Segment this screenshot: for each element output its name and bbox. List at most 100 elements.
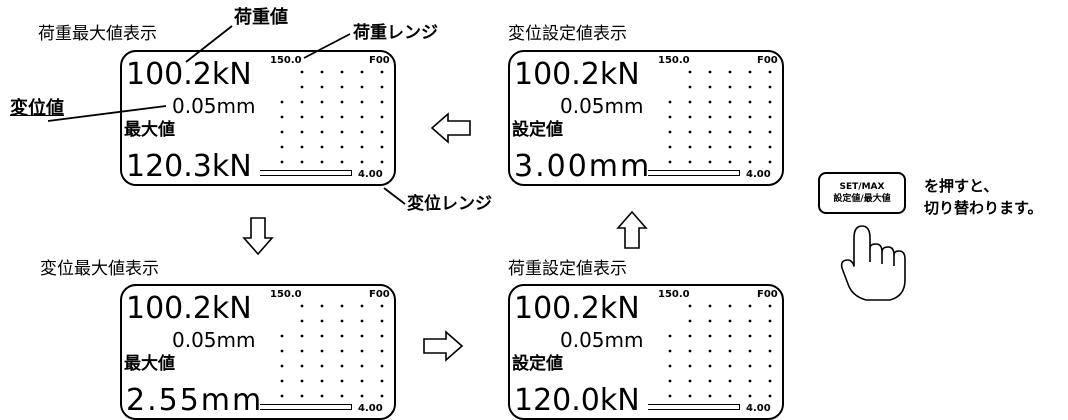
lcd-dot: [688, 349, 692, 353]
lcd-dot: [380, 145, 384, 149]
lcd-dot: [748, 364, 752, 368]
lcd-dot: [380, 319, 384, 323]
lcd-dot: [300, 70, 304, 74]
lcd-dot: [688, 100, 692, 104]
lcd-dot: [708, 334, 712, 338]
lcd-dot: [728, 304, 732, 308]
load-range-value: 150.0: [658, 55, 690, 66]
lcd-dot: [688, 70, 692, 74]
disp-reading: 0.05mm: [172, 328, 256, 352]
code-value: F00: [757, 55, 778, 66]
lcd-dot: [360, 319, 364, 323]
lcd-dot: [340, 334, 344, 338]
instruction-line-1: を押すと、: [924, 177, 999, 195]
lcd-dot: [668, 130, 672, 134]
lcd-dot: [728, 319, 732, 323]
lcd-dot: [300, 85, 304, 89]
lcd-dot: [708, 85, 712, 89]
arrow-down-icon: [242, 217, 274, 256]
instruction-line-2: 切り替わります。: [924, 198, 1043, 217]
caption-disp-set: 変位設定値表示: [508, 24, 627, 44]
lcd-dot: [688, 334, 692, 338]
load-reading: 100.2kN: [514, 57, 640, 92]
disp-range-bar: [648, 404, 740, 410]
lcd-dot: [748, 115, 752, 119]
lcd-dot: [688, 379, 692, 383]
lcd-dot: [280, 115, 284, 119]
lcd-dot: [688, 304, 692, 308]
lcd-dot: [748, 304, 752, 308]
lcd-dot: [320, 115, 324, 119]
arrow-left-icon: [430, 112, 471, 144]
lcd-dot: [668, 160, 672, 164]
button-label-setmax: SET/MAX: [839, 182, 885, 192]
lcd-dot: [728, 160, 732, 164]
lcd-dot: [728, 100, 732, 104]
max-label: 最大値: [124, 120, 175, 140]
lcd-dot: [708, 394, 712, 398]
lcd-dot: [708, 145, 712, 149]
lcd-dot: [380, 349, 384, 353]
lcd-dot: [688, 115, 692, 119]
lcd-dot: [708, 379, 712, 383]
lcd-dot: [728, 130, 732, 134]
lcd-dot: [748, 70, 752, 74]
lcd-dot: [668, 394, 672, 398]
lcd-dot: [360, 349, 364, 353]
load-range-value: 150.0: [270, 55, 302, 66]
lcd-dot: [380, 394, 384, 398]
lcd-dot: [728, 364, 732, 368]
lcd-dot: [320, 334, 324, 338]
lcd-dot: [320, 304, 324, 308]
lcd-dot: [768, 145, 772, 149]
lcd-dot: [748, 145, 752, 149]
lcd-dot: [360, 130, 364, 134]
caption-load-set: 荷重設定値表示: [508, 259, 627, 279]
lcd-dot: [768, 364, 772, 368]
disp-range-bar: [648, 170, 740, 176]
code-value: F00: [757, 289, 778, 300]
max-label: 最大値: [124, 354, 175, 374]
lcd-dot: [300, 349, 304, 353]
lcd-dot: [280, 364, 284, 368]
lcd-dot: [668, 364, 672, 368]
callout-disp-value: 変位値: [10, 98, 64, 119]
lcd-dot: [708, 130, 712, 134]
set-max-button[interactable]: SET/MAX 設定値/最大値: [818, 172, 906, 214]
dot-grids: [280, 70, 772, 398]
lcd-dot: [360, 70, 364, 74]
load-range-value: 150.0: [270, 289, 302, 300]
lcd-dot: [340, 304, 344, 308]
lcd-dot: [768, 70, 772, 74]
lcd-dot: [340, 130, 344, 134]
lcd-dot: [380, 304, 384, 308]
lcd-dot: [380, 85, 384, 89]
lcd-dot: [300, 160, 304, 164]
code-value: F00: [369, 55, 390, 66]
leader-disp-value: [47, 105, 167, 122]
lcd-dot: [360, 379, 364, 383]
lcd-dot: [320, 349, 324, 353]
lcd-dot: [768, 394, 772, 398]
lcd-dot: [360, 334, 364, 338]
lcd-dot: [748, 349, 752, 353]
lcd-dot: [668, 100, 672, 104]
lcd-dot: [380, 334, 384, 338]
lcd-dot: [768, 379, 772, 383]
lcd-dot: [668, 145, 672, 149]
lcd-dot: [728, 115, 732, 119]
set-reading: 3.00mm: [514, 149, 652, 184]
lcd-dot: [320, 145, 324, 149]
lcd-dot: [668, 115, 672, 119]
lcd-dot: [340, 70, 344, 74]
lcd-dot: [320, 364, 324, 368]
lcd-dot: [300, 319, 304, 323]
lcd-dot: [668, 349, 672, 353]
lcd-dot: [768, 160, 772, 164]
load-range-value: 150.0: [658, 289, 690, 300]
lcd-dot: [688, 319, 692, 323]
leader-load-range: [303, 33, 351, 59]
lcd-dot: [708, 70, 712, 74]
lcd-dot: [688, 145, 692, 149]
lcd-dot: [340, 115, 344, 119]
